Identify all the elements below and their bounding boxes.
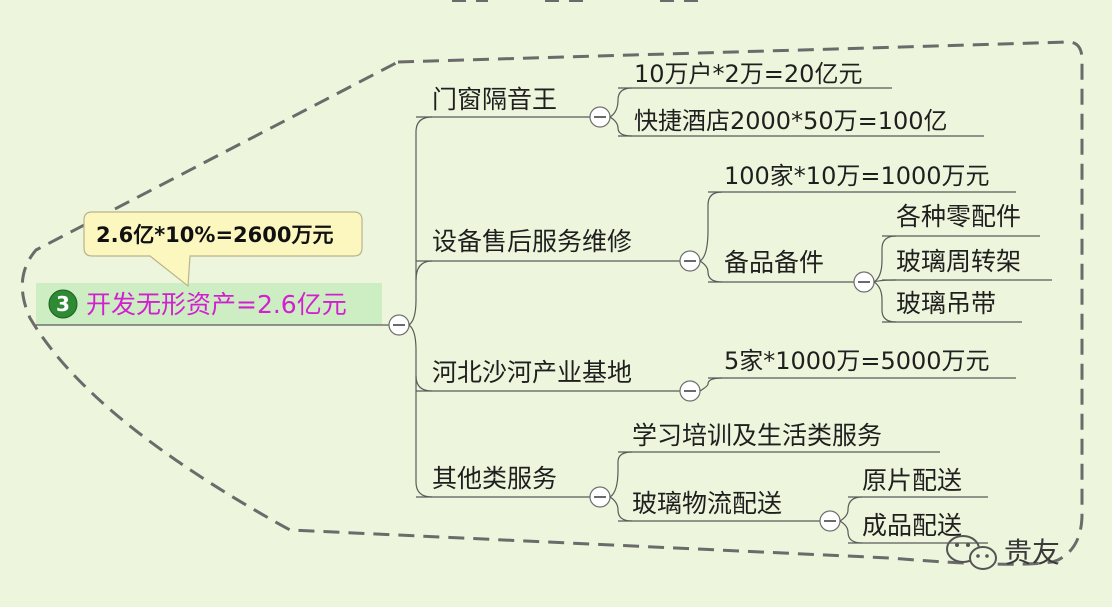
- b1-child-2[interactable]: 快捷酒店2000*50万=100亿: [618, 107, 984, 137]
- b2-child-2-label: 备品备件: [724, 248, 824, 277]
- edge-b1-c1: [609, 87, 633, 118]
- b4-child-2-label: 玻璃物流配送: [632, 489, 782, 518]
- edge-b4-c1: [609, 451, 633, 498]
- branch-1-label: 门窗隔音王: [432, 85, 557, 114]
- branch-2[interactable]: 设备售后服务维修: [416, 227, 680, 262]
- watermark: 贵友: [946, 535, 1060, 570]
- branch-4-label: 其他类服务: [432, 464, 557, 493]
- b4-grandchild-1[interactable]: 原片配送: [848, 466, 988, 498]
- b2-grandchild-2-label: 玻璃周转架: [896, 247, 1021, 276]
- edge-b4c2-g1: [839, 496, 863, 522]
- edge-b2-c1: [699, 191, 723, 262]
- edge-b4c2-g2: [839, 520, 863, 544]
- branch-3-collapse-button[interactable]: [679, 380, 701, 402]
- b3-child-1[interactable]: 5家*1000万=5000万元: [708, 347, 1016, 379]
- edge-b1-c2: [609, 116, 633, 137]
- branch-4-collapse-button[interactable]: [589, 486, 611, 508]
- b1-child-1[interactable]: 10万户*2万=20亿元: [618, 60, 892, 89]
- b2-child-2[interactable]: 备品备件: [708, 248, 854, 283]
- b2-child-1[interactable]: 100家*10万=1000万元: [708, 162, 1016, 193]
- watermark-text: 贵友: [1004, 536, 1060, 569]
- b4-grandchild-2-label: 成品配送: [862, 511, 962, 540]
- b2-grandchild-3-label: 玻璃吊带: [896, 289, 996, 318]
- b4-child-2[interactable]: 玻璃物流配送: [618, 489, 820, 522]
- b2-child-1-label: 100家*10万=1000万元: [724, 162, 990, 190]
- branch-4[interactable]: 其他类服务: [416, 464, 590, 498]
- edge-b2-c2: [699, 260, 723, 283]
- b1-child-1-label: 10万户*2万=20亿元: [634, 60, 862, 88]
- b1-child-2-label: 快捷酒店2000*50万=100亿: [634, 107, 948, 135]
- edge-b2c2-g1: [873, 235, 897, 283]
- edge-root-b4: [415, 376, 433, 498]
- branch-3-label: 河北沙河产业基地: [432, 358, 632, 387]
- b2-grandchild-1-label: 各种零配件: [896, 202, 1021, 231]
- wechat-icon: [946, 535, 997, 570]
- b4-grandchild-1-label: 原片配送: [862, 466, 962, 495]
- edge-b4-c2: [609, 496, 633, 522]
- b4-child-2-collapse-button[interactable]: [819, 510, 841, 532]
- root-node[interactable]: 3 开发无形资产=2.6亿元: [36, 283, 390, 326]
- branch-1[interactable]: 门窗隔音王: [416, 85, 590, 118]
- root-number-badge: [48, 289, 78, 319]
- b4-child-1[interactable]: 学习培训及生活类服务: [618, 421, 940, 453]
- callout-text: 2.6亿*10%=2600万元: [96, 223, 334, 247]
- b2-grandchild-1[interactable]: 各种零配件: [882, 202, 1040, 237]
- b2-grandchild-2[interactable]: 玻璃周转架: [882, 247, 1052, 281]
- callout-note: 2.6亿*10%=2600万元: [83, 211, 363, 288]
- edge-root-b1: [408, 116, 433, 326]
- root-number: 3: [56, 292, 70, 316]
- branch-2-collapse-button[interactable]: [679, 250, 701, 272]
- edge-b2c2-g3: [873, 281, 897, 323]
- boundary-outline: [20, 40, 1084, 566]
- root-label: 开发无形资产=2.6亿元: [86, 290, 347, 319]
- b4-child-1-label: 学习培训及生活类服务: [632, 421, 882, 450]
- b2-child-2-collapse-button[interactable]: [853, 271, 875, 293]
- edge-b3-c1: [699, 377, 723, 392]
- edge-root-b3: [408, 324, 433, 392]
- branch-2-label: 设备售后服务维修: [432, 227, 632, 256]
- branch-3[interactable]: 河北沙河产业基地: [416, 358, 680, 392]
- root-collapse-button[interactable]: [388, 314, 410, 336]
- branch-1-collapse-button[interactable]: [589, 106, 611, 128]
- b2-grandchild-3[interactable]: 玻璃吊带: [882, 289, 1022, 323]
- edge-root-b2: [415, 260, 433, 281]
- callout-bubble: [83, 211, 363, 288]
- b4-grandchild-2[interactable]: 成品配送: [848, 511, 988, 544]
- root-highlight: [36, 283, 382, 325]
- b3-child-1-label: 5家*1000万=5000万元: [724, 347, 990, 375]
